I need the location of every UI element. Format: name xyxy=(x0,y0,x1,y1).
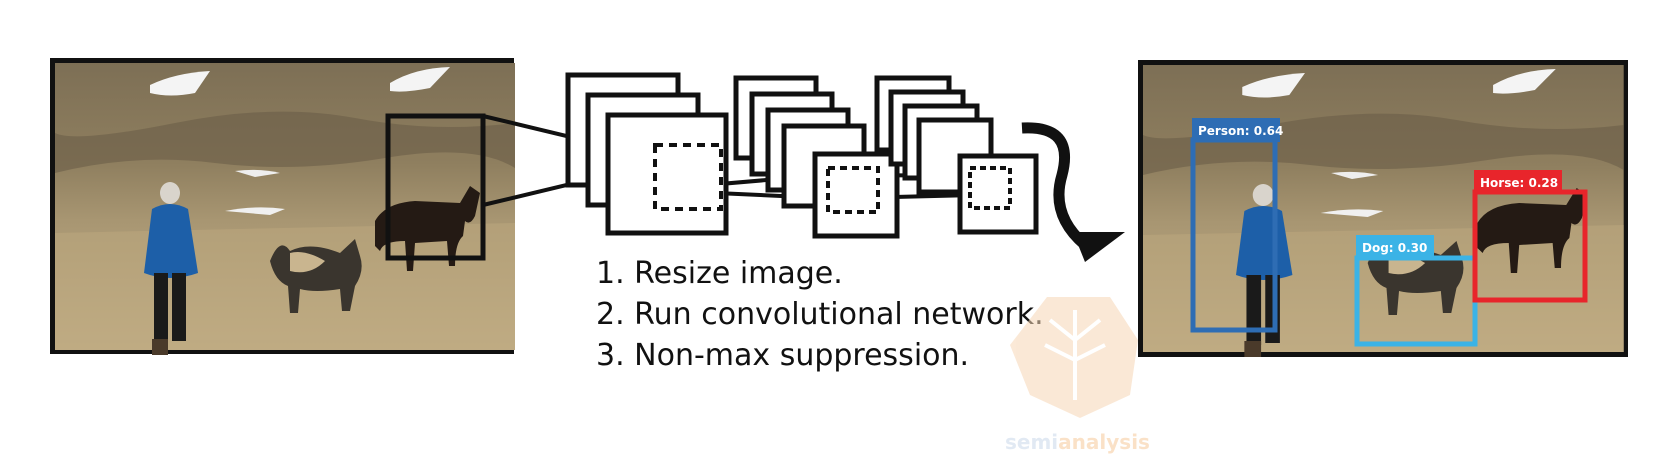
horse-label-bg xyxy=(1474,170,1562,194)
watermark-part1: semi xyxy=(1005,430,1058,454)
detection-horse: Horse: 0.28 xyxy=(1472,170,1588,303)
output-arrow xyxy=(1021,122,1089,250)
cnn-receptive-field-3 xyxy=(968,166,1012,210)
detection-dog: Dog: 0.30 xyxy=(1354,235,1478,347)
cnn-receptive-field-1 xyxy=(653,143,723,211)
output-arrow-head xyxy=(1073,232,1125,262)
step-3-text: 3. Non-max suppression. xyxy=(596,338,969,373)
cnn-receptive-field-2 xyxy=(826,166,880,214)
semianalysis-watermark: semianalysis xyxy=(1005,297,1150,454)
step-list: 1. Resize image. 2. Run convolutional ne… xyxy=(596,256,1044,373)
detection-person: Person: 0.64 xyxy=(1190,118,1283,333)
person-label-bg xyxy=(1192,118,1280,142)
output-image-panel: Person: 0.64 Dog: 0.30 Horse: 0.28 xyxy=(1138,60,1628,357)
crop-region-box xyxy=(385,113,486,261)
person-label: Person: 0.64 xyxy=(1198,124,1283,138)
dog-label: Dog: 0.30 xyxy=(1362,241,1427,255)
cnn-stack-3 xyxy=(874,75,1039,235)
step-1-text: 1. Resize image. xyxy=(596,256,843,291)
svg-text:semianalysis: semianalysis xyxy=(1005,430,1150,454)
input-image-panel xyxy=(50,58,515,355)
step-2-text: 2. Run convolutional network. xyxy=(596,297,1044,332)
horse-label: Horse: 0.28 xyxy=(1480,176,1558,190)
cnn-stack-1 xyxy=(565,72,729,236)
watermark-part2: analysis xyxy=(1058,430,1150,454)
dog-label-bg xyxy=(1356,235,1434,259)
